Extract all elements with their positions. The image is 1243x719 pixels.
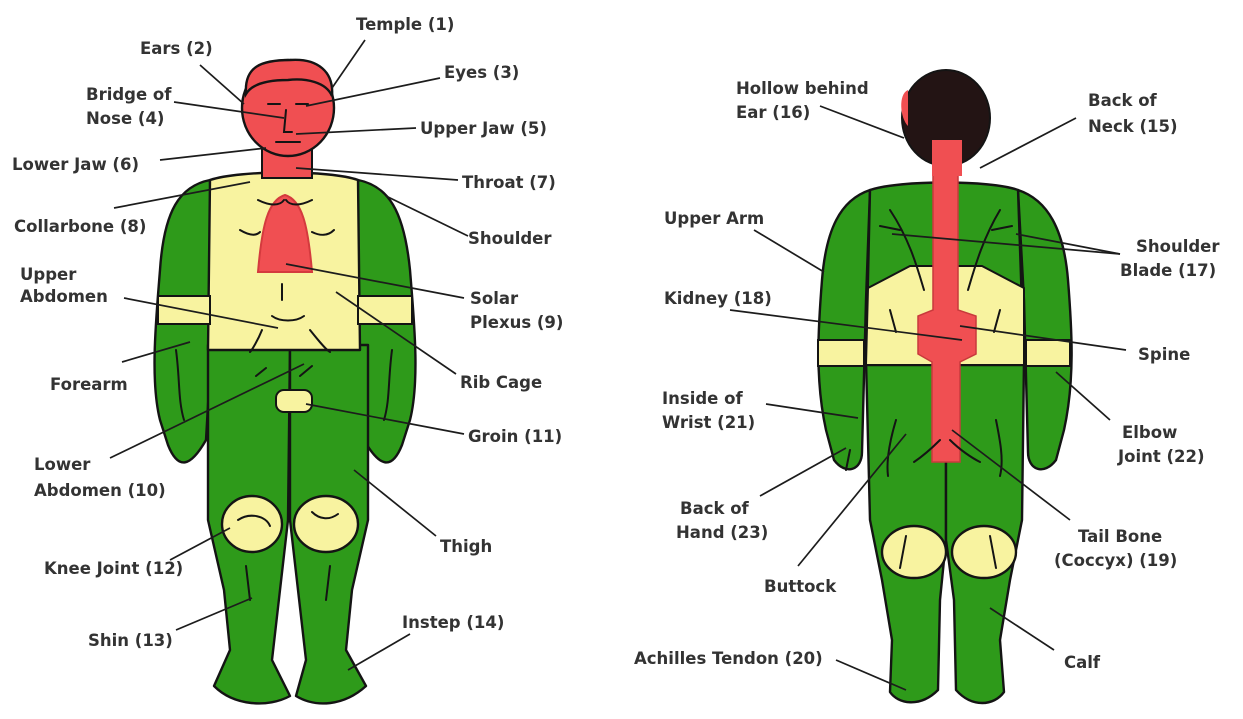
label-shoulder: Shoulder (468, 229, 552, 248)
line-instep (348, 634, 410, 670)
label-shin: Shin (13) (88, 631, 173, 650)
label-lower-abdomen-1: Lower (34, 455, 91, 474)
label-back-hand-2: Hand (23) (676, 523, 768, 542)
back-left-arm (818, 190, 870, 469)
line-back-hand (760, 448, 846, 496)
label-kidney: Kidney (18) (664, 289, 772, 308)
label-back-hand-1: Back of (680, 499, 750, 518)
label-inside-wrist-2: Wrist (21) (662, 413, 755, 432)
label-lower-jaw: Lower Jaw (6) (12, 155, 139, 174)
label-bridge-2: Nose (4) (86, 109, 164, 128)
front-right-knee (294, 496, 358, 552)
label-tail-2: (Coccyx) (19) (1054, 551, 1177, 570)
label-buttock: Buttock (764, 577, 837, 596)
label-calf: Calf (1064, 653, 1101, 672)
label-back-neck-2: Neck (15) (1088, 117, 1178, 136)
label-solar-1: Solar (470, 289, 519, 308)
line-lower-jaw (160, 148, 266, 160)
back-figure (818, 70, 1072, 703)
label-collarbone: Collarbone (8) (14, 217, 146, 236)
label-thigh: Thigh (440, 537, 492, 556)
front-right-arm-band (358, 296, 412, 324)
label-upper-arm: Upper Arm (664, 209, 764, 228)
label-ears: Ears (2) (140, 39, 213, 58)
label-upper-abdomen-2: Abdomen (20, 287, 108, 306)
label-shoulder-blade-2: Blade (17) (1120, 261, 1216, 280)
label-groin: Groin (11) (468, 427, 562, 446)
label-elbow-1: Elbow (1122, 423, 1177, 442)
label-temple: Temple (1) (356, 15, 454, 34)
front-groin (276, 390, 312, 412)
label-achilles: Achilles Tendon (20) (634, 649, 823, 668)
label-upper-abdomen-1: Upper (20, 265, 77, 284)
label-spine: Spine (1138, 345, 1190, 364)
front-left-knee (222, 496, 282, 552)
label-upper-jaw: Upper Jaw (5) (420, 119, 547, 138)
label-inside-wrist-1: Inside of (662, 389, 743, 408)
label-eyes: Eyes (3) (444, 63, 519, 82)
line-ears (200, 65, 244, 104)
back-right-knee (952, 526, 1016, 578)
line-hollow (820, 106, 904, 138)
label-tail-1: Tail Bone (1078, 527, 1162, 546)
back-right-elbow-band (1026, 340, 1070, 366)
label-elbow-2: Joint (22) (1117, 447, 1205, 466)
label-bridge-1: Bridge of (86, 85, 172, 104)
back-right-arm (1018, 190, 1072, 469)
back-neck (932, 140, 962, 176)
label-solar-2: Plexus (9) (470, 313, 563, 332)
label-throat: Throat (7) (462, 173, 556, 192)
label-hollow-1: Hollow behind (736, 79, 869, 98)
line-upper-arm (754, 230, 824, 272)
label-instep: Instep (14) (402, 613, 504, 632)
line-back-neck (980, 118, 1076, 168)
label-rib-cage: Rib Cage (460, 373, 542, 392)
label-back-neck-1: Back of (1088, 91, 1158, 110)
label-hollow-2: Ear (16) (736, 103, 810, 122)
label-lower-abdomen-2: Abdomen (10) (34, 481, 166, 500)
label-shoulder-blade-1: Shoulder (1136, 237, 1220, 256)
back-left-knee (882, 526, 946, 578)
label-knee-joint: Knee Joint (12) (44, 559, 183, 578)
back-left-elbow-band (818, 340, 864, 366)
label-forearm: Forearm (50, 375, 128, 394)
line-temple (332, 40, 365, 88)
